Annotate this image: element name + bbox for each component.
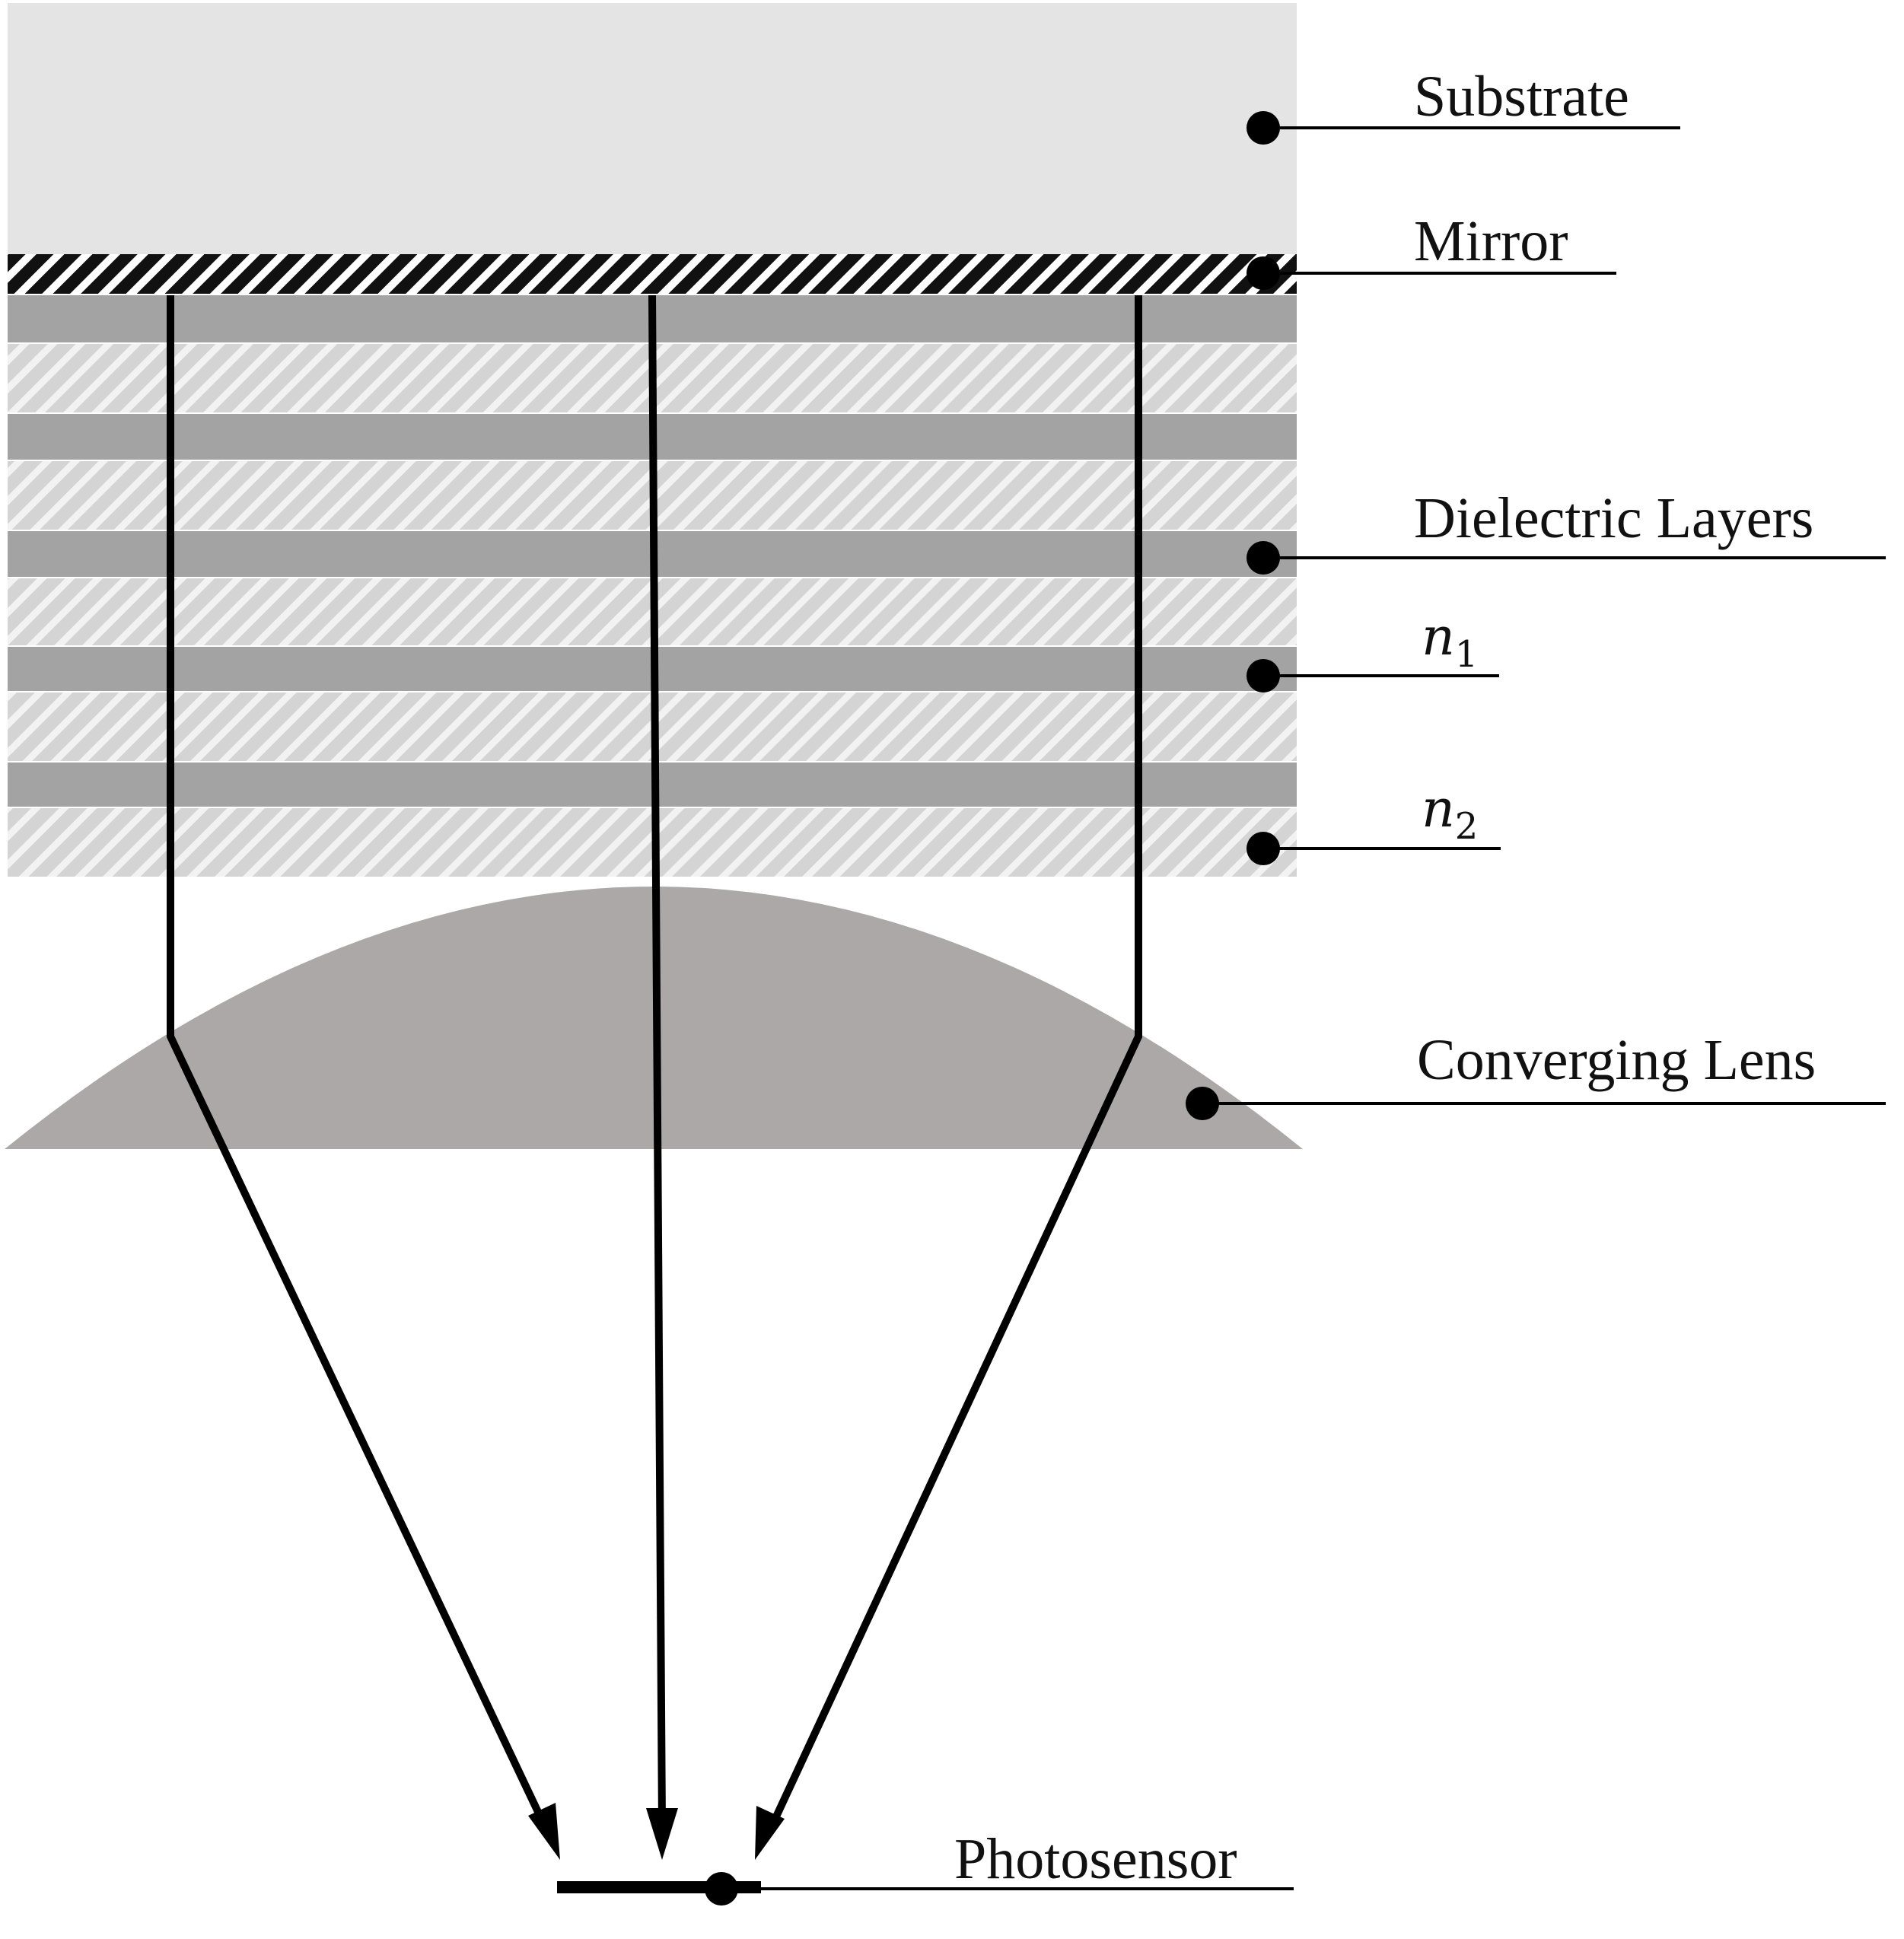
mirror-dot <box>1247 256 1280 290</box>
left-ray-arrowhead-icon <box>528 1803 560 1860</box>
substrate-dot <box>1247 111 1280 145</box>
n2-subscript: 2 <box>1455 805 1479 848</box>
ray-arrowheads <box>528 1803 785 1860</box>
leader-lines <box>721 126 1886 1890</box>
converging-lens-label: Converging Lens <box>1417 1028 1816 1092</box>
mirror-label: Mirror <box>1414 209 1568 273</box>
callout-dots <box>705 111 1280 1906</box>
left-ray <box>167 295 549 1829</box>
right-ray-arrowhead-icon <box>755 1806 785 1860</box>
n1-subscript: 1 <box>1455 633 1479 676</box>
n1-dot <box>1247 659 1280 692</box>
n2-dot <box>1247 832 1280 865</box>
center-ray-arrowhead-icon <box>646 1808 678 1860</box>
mirror-layer <box>8 254 1297 294</box>
center-ray <box>648 295 666 1827</box>
n2-symbol: n <box>1422 779 1455 839</box>
light-rays <box>167 295 1142 1829</box>
substrate-layer <box>8 3 1297 254</box>
dielectric-dot <box>1247 541 1280 575</box>
substrate-label: Substrate <box>1414 65 1629 129</box>
photosensor-dot <box>705 1872 738 1906</box>
n2-label: n2 <box>1422 779 1478 848</box>
n1-symbol: n <box>1422 607 1455 667</box>
dielectric-layers-label: Dielectric Layers <box>1414 486 1813 550</box>
photosensor-label: Photosensor <box>954 1827 1237 1891</box>
right-ray <box>768 295 1142 1829</box>
n1-label: n1 <box>1422 607 1478 676</box>
lens-dot <box>1186 1087 1219 1120</box>
